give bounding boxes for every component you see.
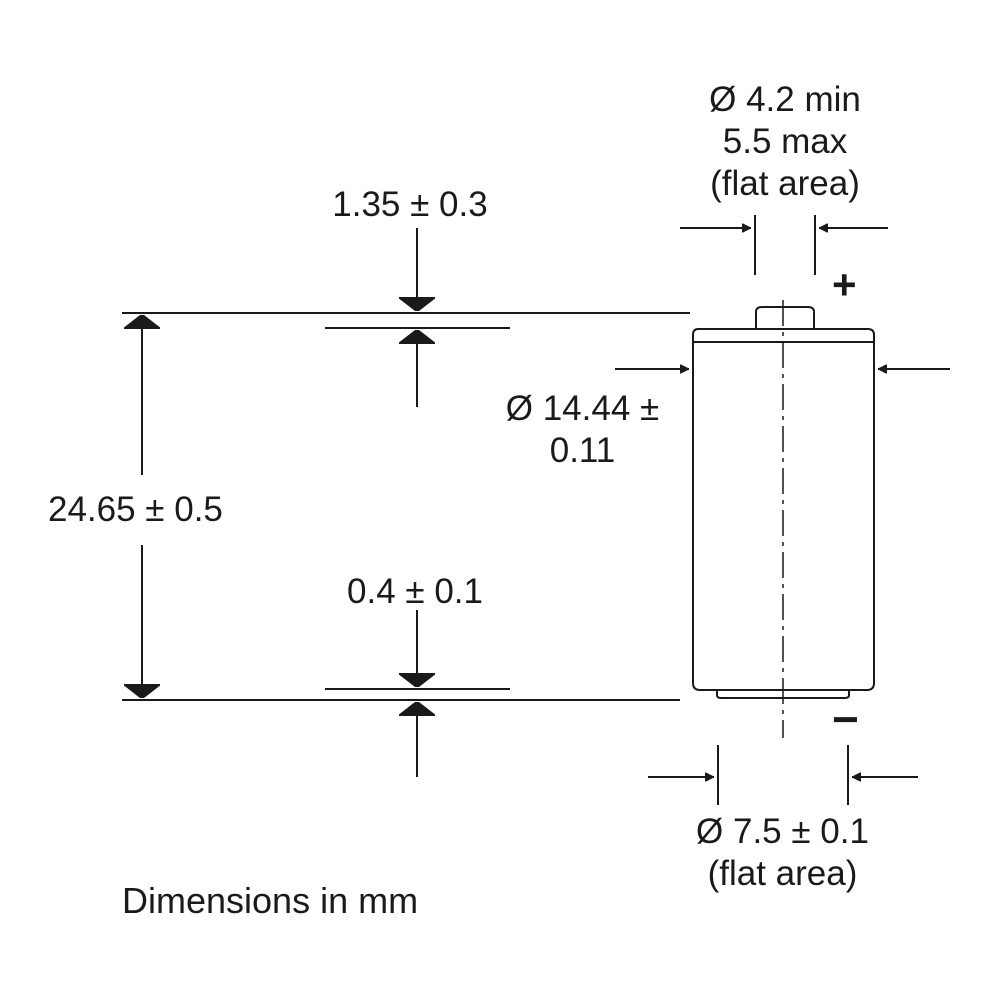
units-note: Dimensions in mm bbox=[122, 880, 419, 921]
positive-terminal-label: + bbox=[832, 261, 857, 308]
bottom-diameter-label: Ø 7.5 ± 0.1 (flat area) bbox=[665, 811, 900, 895]
bottom-diameter-line1: Ø 7.5 ± 0.1 bbox=[696, 812, 869, 851]
cap-diameter-label: Ø 4.2 min 5.5 max (flat area) bbox=[680, 79, 890, 205]
body-diameter-line1: Ø 14.44 ± bbox=[505, 389, 660, 428]
cap-diameter-line2: 5.5 max bbox=[722, 122, 848, 161]
body-diameter-label: Ø 14.44 ± 0.11 bbox=[495, 388, 670, 472]
cap-diameter-line1: Ø 4.2 min bbox=[709, 80, 861, 119]
bottom-diameter-line2: (flat area) bbox=[707, 854, 858, 893]
negative-terminal-label: − bbox=[832, 693, 859, 745]
overall-height-label: 24.65 ± 0.5 bbox=[48, 490, 223, 529]
cap-diameter-line3: (flat area) bbox=[710, 164, 860, 203]
bottom-thickness-label: 0.4 ± 0.1 bbox=[347, 572, 483, 611]
body-diameter-line2: 0.11 bbox=[549, 431, 616, 470]
top-thickness-label: 1.35 ± 0.3 bbox=[332, 185, 488, 224]
